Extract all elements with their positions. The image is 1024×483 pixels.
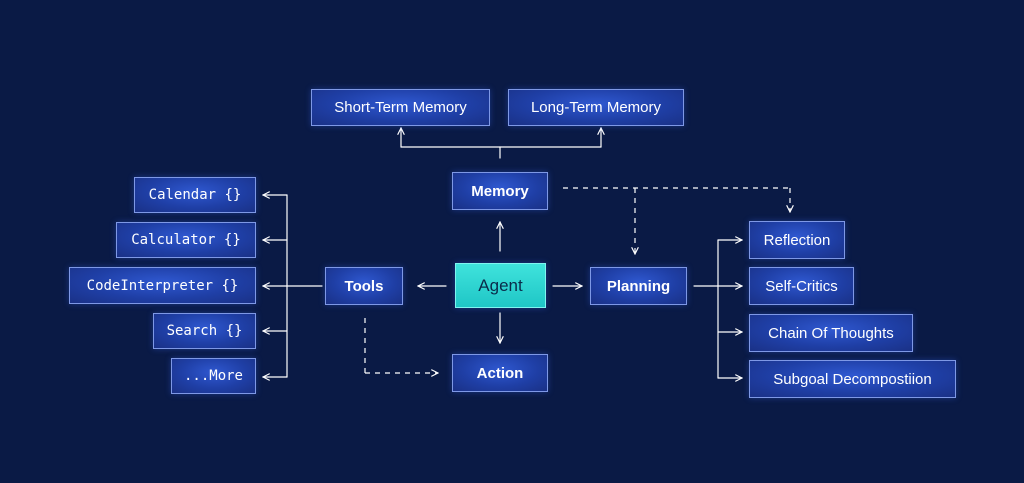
calendar-tool-node: Calendar {}: [134, 177, 256, 213]
memory-node: Memory: [452, 172, 548, 210]
more-tools-node: ...More: [171, 358, 256, 394]
long-term-memory-node: Long-Term Memory: [508, 89, 684, 126]
chain-of-thoughts-node: Chain Of Thoughts: [749, 314, 913, 352]
codeinterpreter-tool-node: CodeInterpreter {}: [69, 267, 256, 304]
search-tool-node: Search {}: [153, 313, 256, 349]
short-term-memory-node: Short-Term Memory: [311, 89, 490, 126]
action-node: Action: [452, 354, 548, 392]
subgoal-decomposition-node: Subgoal Decompostiion: [749, 360, 956, 398]
calculator-tool-node: Calculator {}: [116, 222, 256, 258]
agent-node: Agent: [455, 263, 546, 308]
planning-node: Planning: [590, 267, 687, 305]
self-critics-node: Self-Critics: [749, 267, 854, 305]
reflection-node: Reflection: [749, 221, 845, 259]
tools-node: Tools: [325, 267, 403, 305]
